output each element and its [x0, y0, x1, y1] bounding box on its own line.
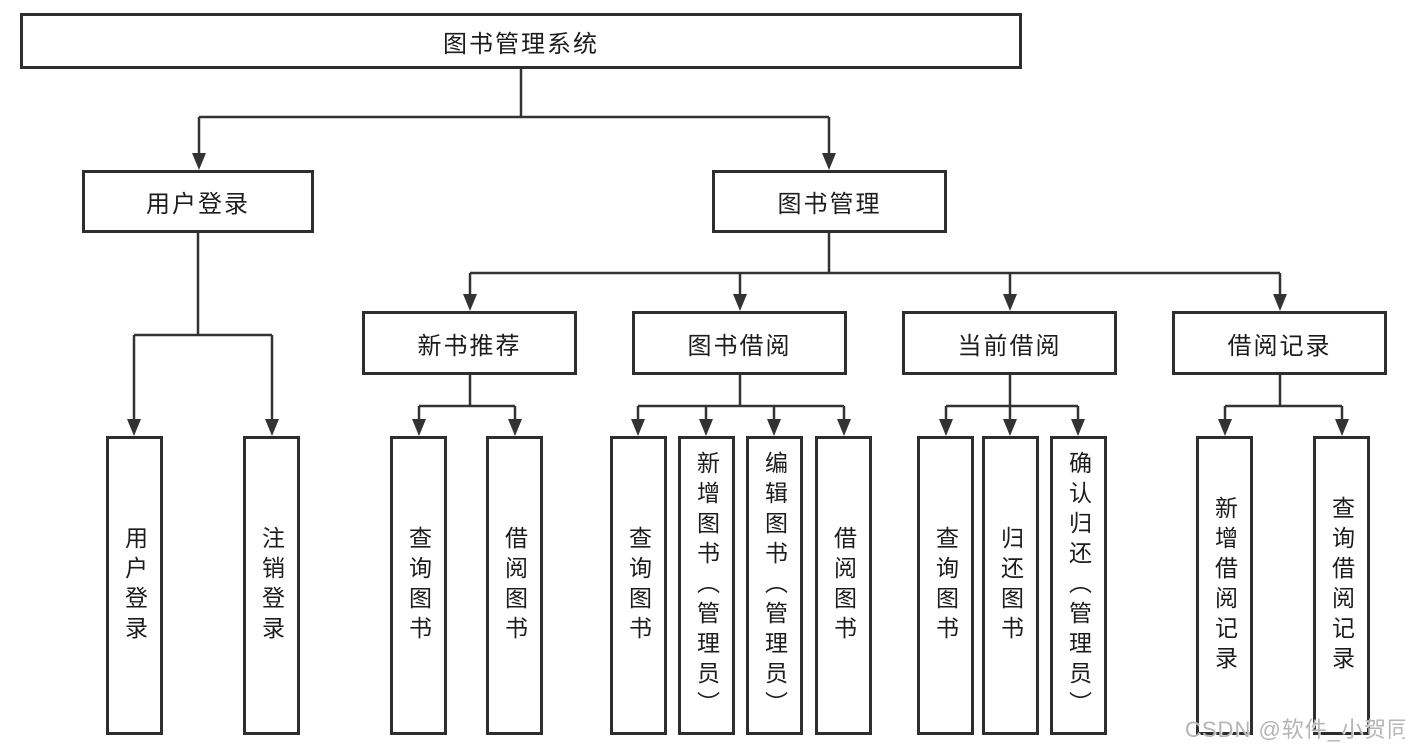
node-borrowing-records: 借阅记录	[1172, 311, 1387, 375]
arrowhead-icon	[939, 419, 953, 436]
arrowhead-icon	[1071, 419, 1085, 436]
node-current-borrowing: 当前借阅	[902, 311, 1117, 375]
arrowhead-icon	[1003, 294, 1017, 311]
leaf-query-books: 查询图书	[610, 436, 667, 735]
leaf-add-books-admin: 新增图书（管理员）	[678, 436, 735, 735]
leaf-add-borrow-record: 新增借阅记录	[1196, 436, 1253, 735]
arrowhead-icon	[733, 294, 747, 311]
node-book-borrowing: 图书借阅	[632, 311, 847, 375]
arrowhead-icon	[1218, 419, 1232, 436]
arrowhead-icon	[699, 419, 713, 436]
node-user-login-group: 用户登录	[82, 170, 314, 233]
arrowhead-icon	[412, 419, 426, 436]
arrowhead-icon	[265, 419, 279, 436]
arrowhead-icon	[1273, 294, 1287, 311]
node-new-book-recommendation: 新书推荐	[362, 311, 577, 375]
leaf-borrow-books: 借阅图书	[815, 436, 872, 735]
arrowhead-icon	[837, 419, 851, 436]
arrowhead-icon	[508, 419, 522, 436]
leaf-edit-books-admin: 编辑图书（管理员）	[746, 436, 803, 735]
arrowhead-icon	[767, 419, 781, 436]
arrowhead-icon	[192, 153, 206, 170]
arrowhead-icon	[822, 153, 836, 170]
leaf-user-login: 用户登录	[106, 436, 163, 735]
leaf-borrow-books: 借阅图书	[486, 436, 543, 735]
leaf-return-books: 归还图书	[982, 436, 1039, 735]
arrowhead-icon	[463, 294, 477, 311]
node-library-management-system: 图书管理系统	[20, 13, 1022, 69]
csdn-watermark: CSDN @软件_小贺同学	[1185, 717, 1405, 742]
arrowhead-icon	[1003, 419, 1017, 436]
leaf-query-books: 查询图书	[917, 436, 974, 735]
arrowhead-icon	[127, 419, 141, 436]
leaf-confirm-return-admin: 确认归还（管理员）	[1050, 436, 1107, 735]
arrowhead-icon	[631, 419, 645, 436]
leaf-query-books: 查询图书	[390, 436, 447, 735]
node-book-management: 图书管理	[712, 170, 947, 233]
leaf-query-borrow-record: 查询借阅记录	[1313, 436, 1370, 735]
leaf-logout: 注销登录	[243, 436, 300, 735]
arrowhead-icon	[1335, 419, 1349, 436]
